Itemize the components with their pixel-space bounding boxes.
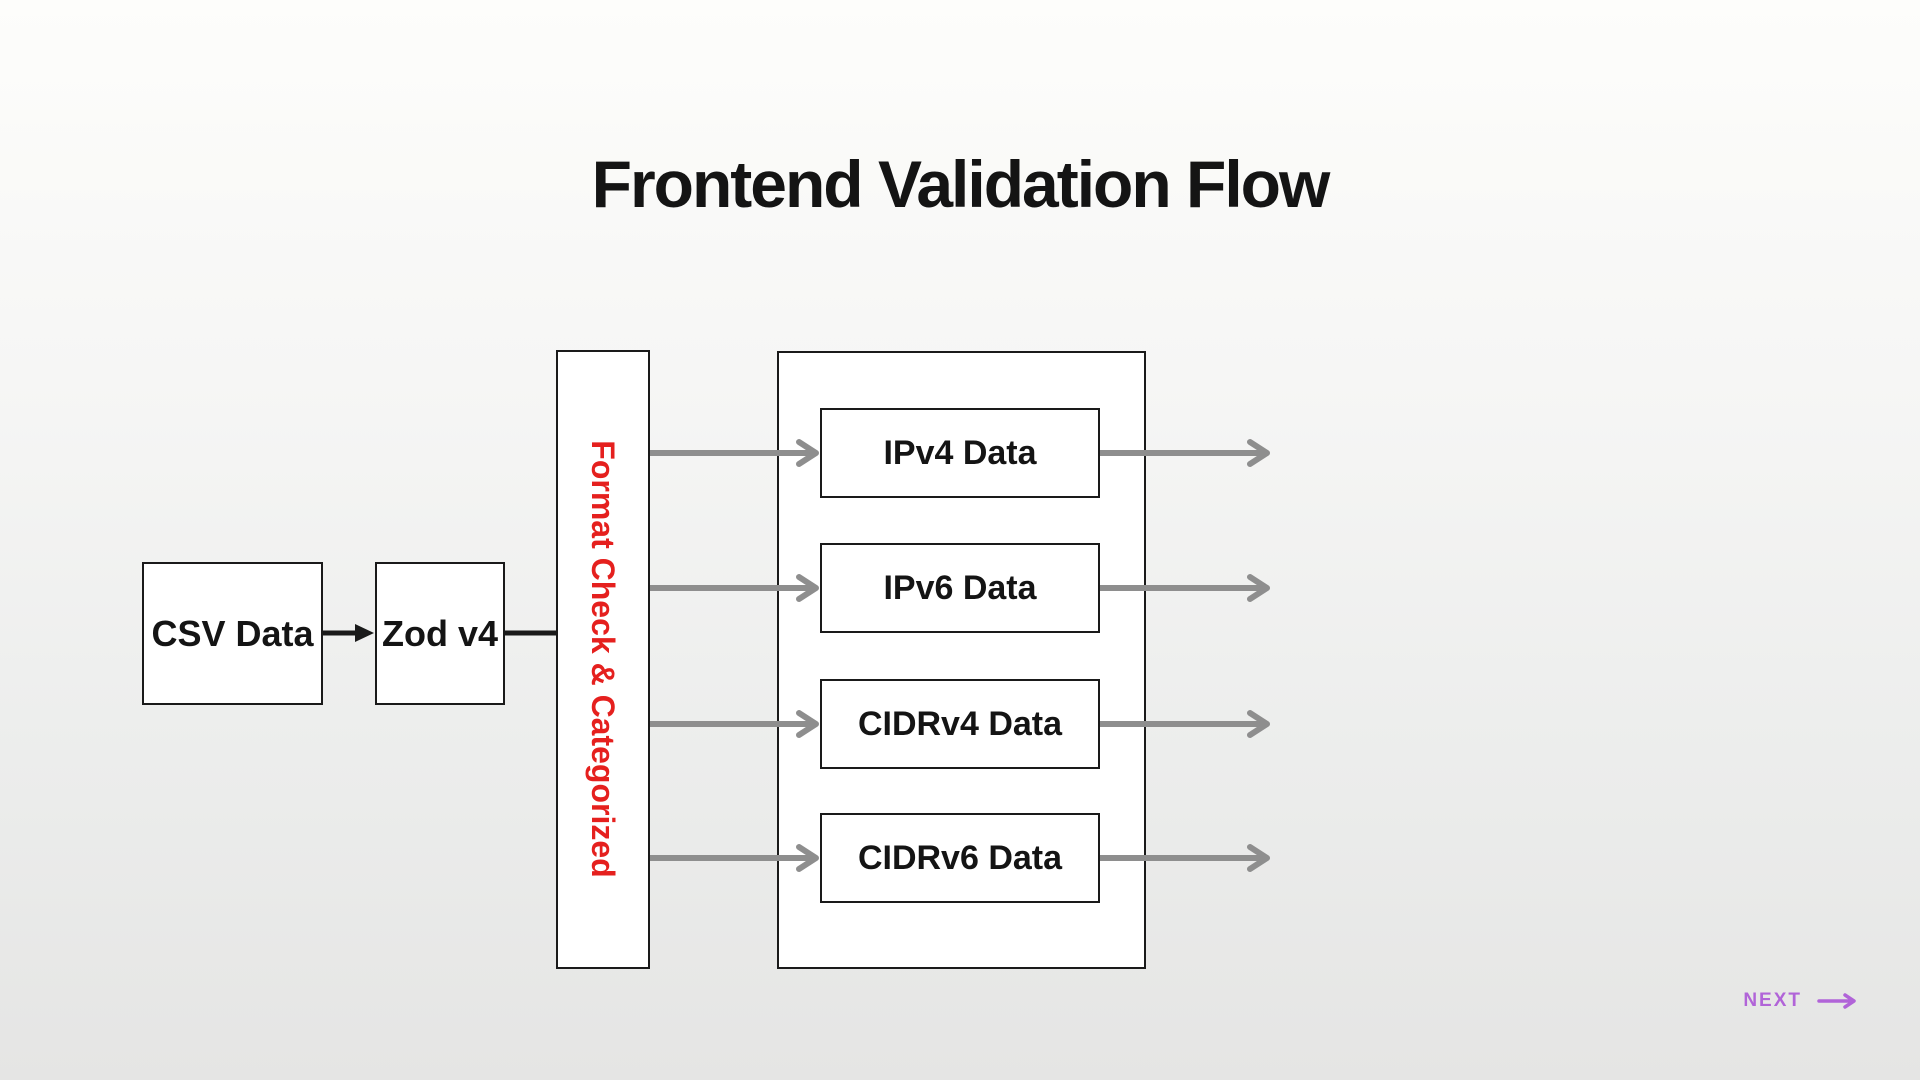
output-box-cidrv4: CIDRv4 Data xyxy=(820,679,1100,769)
arrow-csv-to-zod-icon xyxy=(323,624,374,642)
format-check-label: Format Check & Categorized xyxy=(585,440,622,878)
format-check-box xyxy=(556,350,650,969)
output-box-ipv4: IPv4 Data xyxy=(820,408,1100,498)
next-button-label: NEXT xyxy=(1743,990,1802,1011)
output-label-ipv4: IPv4 Data xyxy=(883,433,1037,472)
output-box-cidrv6: CIDRv6 Data xyxy=(820,813,1100,903)
output-label-cidrv4: CIDRv4 Data xyxy=(857,704,1063,743)
output-label-cidrv6: CIDRv6 Data xyxy=(857,838,1063,877)
slide-title: Frontend Validation Flow xyxy=(591,147,1331,221)
output-label-ipv6: IPv6 Data xyxy=(883,568,1037,607)
zod-v4-label: Zod v4 xyxy=(381,612,498,654)
csv-data-label: CSV Data xyxy=(151,612,314,654)
arrow-right-icon xyxy=(1817,993,1856,1009)
csv-data-box: CSV Data xyxy=(142,562,323,705)
zod-v4-box: Zod v4 xyxy=(375,562,505,705)
next-button[interactable]: NEXT xyxy=(1743,990,1860,1012)
output-box-ipv6: IPv6 Data xyxy=(820,543,1100,633)
